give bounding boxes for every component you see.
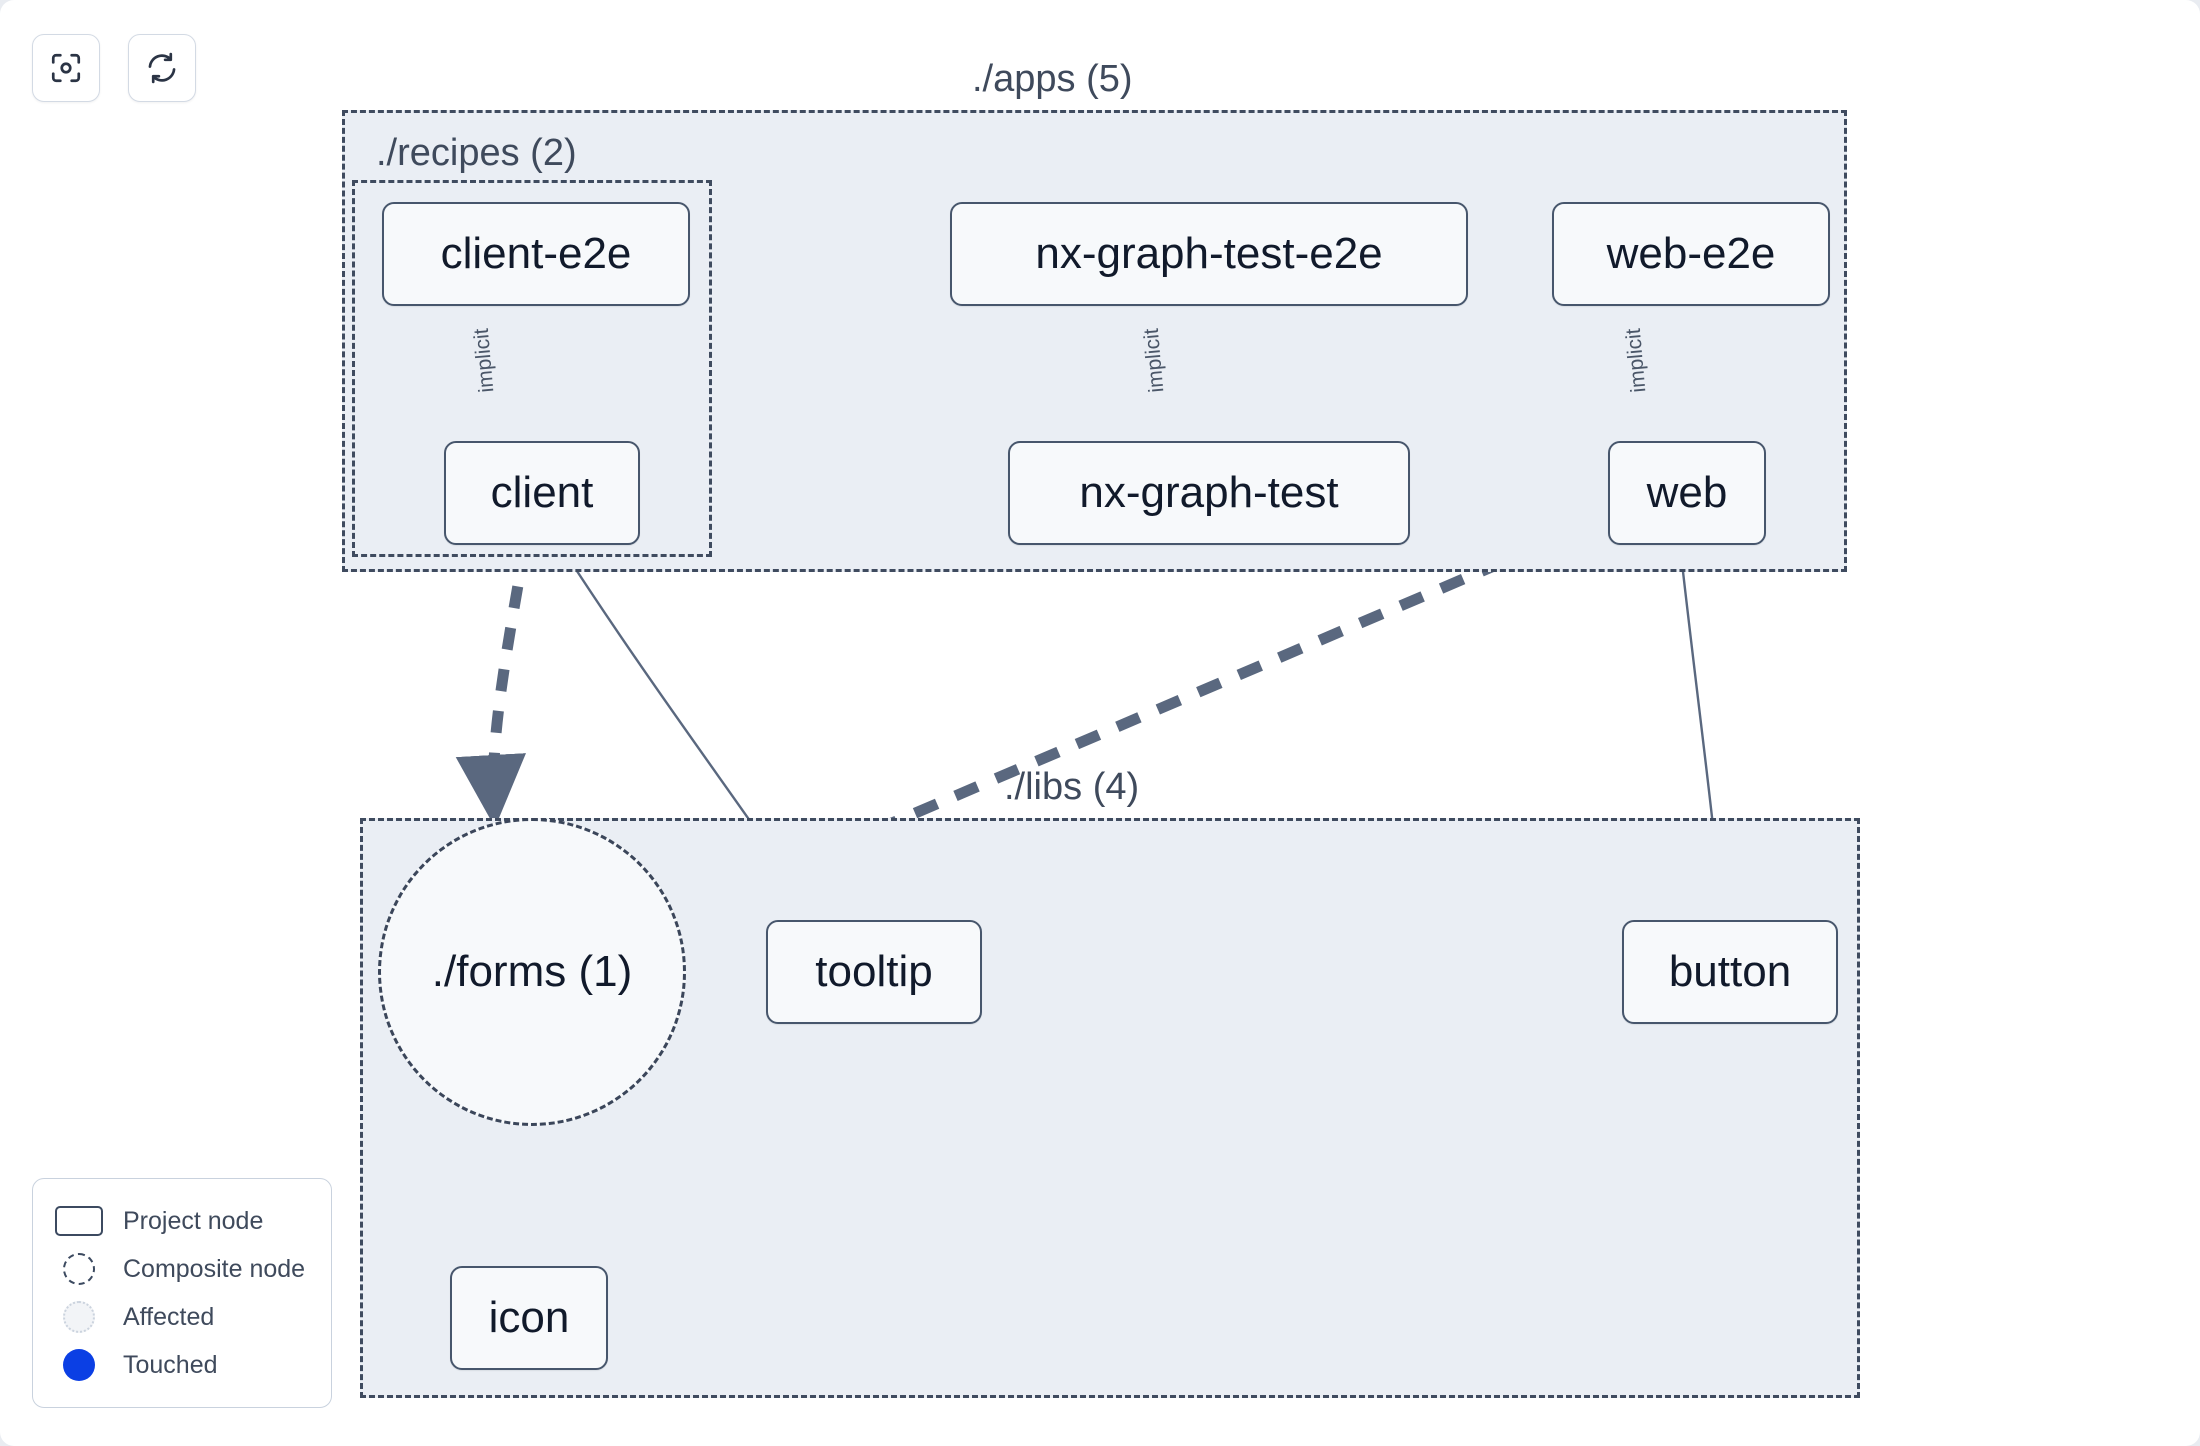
project-node-icon xyxy=(53,1206,105,1236)
affected-node-icon xyxy=(53,1301,105,1333)
edge-client-to-forms xyxy=(455,544,531,828)
touched-node-icon xyxy=(53,1349,105,1381)
node-tooltip[interactable]: tooltip xyxy=(766,920,982,1024)
refresh-graph-button[interactable] xyxy=(128,34,196,102)
legend-item-affected: Affected xyxy=(53,1293,311,1341)
node-web-e2e[interactable]: web-e2e xyxy=(1552,202,1830,306)
graph-toolbar xyxy=(32,34,196,102)
node-label: tooltip xyxy=(815,947,933,996)
node-button[interactable]: button xyxy=(1622,920,1838,1024)
node-label: nx-graph-test xyxy=(1079,468,1339,517)
node-label: button xyxy=(1668,947,1792,996)
node-label: icon xyxy=(488,1293,570,1342)
node-label: client xyxy=(490,468,594,517)
graph-legend: Project node Composite node Affected Tou… xyxy=(32,1178,332,1408)
refresh-icon xyxy=(145,51,179,85)
legend-item-touched: Touched xyxy=(53,1341,311,1389)
node-web[interactable]: web xyxy=(1608,441,1766,545)
group-recipes-label: ./recipes (2) xyxy=(376,132,577,174)
legend-label: Project node xyxy=(123,1206,264,1235)
legend-label: Touched xyxy=(123,1350,218,1379)
composite-node-icon xyxy=(53,1253,105,1285)
focus-graph-button[interactable] xyxy=(32,34,100,102)
focus-target-icon xyxy=(49,51,83,85)
legend-item-composite-node: Composite node xyxy=(53,1245,311,1293)
node-label: web-e2e xyxy=(1606,229,1776,278)
node-client-e2e[interactable]: client-e2e xyxy=(382,202,690,306)
group-apps-label: ./apps (5) xyxy=(972,58,1133,100)
group-libs-label: ./libs (4) xyxy=(1004,766,1140,808)
legend-label: Composite node xyxy=(123,1254,306,1283)
node-label: web xyxy=(1646,468,1728,517)
legend-label: Affected xyxy=(123,1302,215,1331)
node-label: nx-graph-test-e2e xyxy=(1035,229,1383,278)
node-icon[interactable]: icon xyxy=(450,1266,608,1370)
legend-item-project-node: Project node xyxy=(53,1197,311,1245)
group-recipes[interactable] xyxy=(352,180,712,557)
node-nx-graph-test-e2e[interactable]: nx-graph-test-e2e xyxy=(950,202,1468,306)
node-client[interactable]: client xyxy=(444,441,640,545)
node-nx-graph-test[interactable]: nx-graph-test xyxy=(1008,441,1410,545)
node-label: ./forms (1) xyxy=(431,947,633,996)
node-label: client-e2e xyxy=(440,229,632,278)
node-forms-composite[interactable]: ./forms (1) xyxy=(378,818,686,1126)
